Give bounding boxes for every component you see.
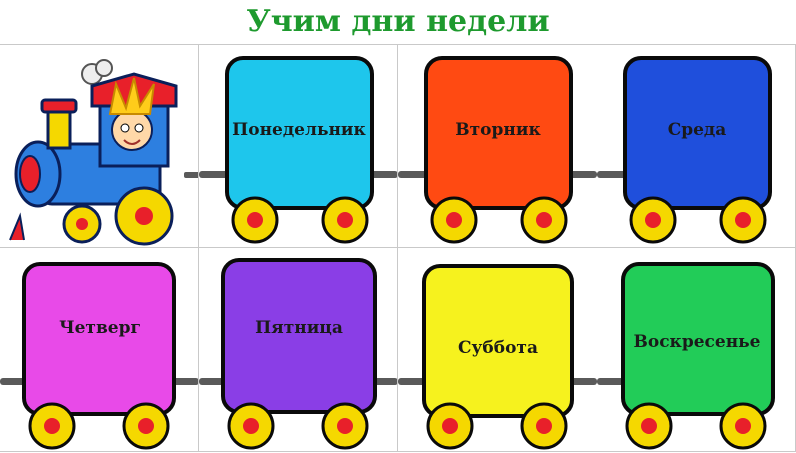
wagon-icon: [0, 262, 198, 450]
week-train-board: Понедельник Вторник Среда: [0, 44, 796, 453]
wagon-icon: [597, 262, 775, 450]
page-title: Учим дни недели: [246, 4, 550, 39]
wagon-cell-1: Понедельник: [199, 44, 398, 248]
day-label-thursday: Четверг: [59, 318, 141, 338]
wagon-icon: [398, 56, 597, 244]
wagon-cell-3: Среда: [597, 44, 796, 248]
wagon-cell-7: Воскресенье: [597, 248, 796, 452]
locomotive-cell: [0, 44, 199, 248]
wagon-cell-4: Четверг: [0, 248, 199, 452]
locomotive-icon: [9, 59, 198, 246]
day-label-monday: Понедельник: [232, 120, 366, 140]
top-border: [0, 44, 796, 45]
wagon-cell-2: Вторник: [398, 44, 597, 248]
wagon-icon: [199, 56, 397, 244]
wagon-icon: [199, 258, 397, 450]
day-label-saturday: Суббота: [458, 338, 538, 358]
day-label-friday: Пятница: [255, 318, 343, 338]
wagon-icon: [597, 56, 772, 244]
wagon-cell-6: Суббота: [398, 248, 597, 452]
wagon-icon: [398, 264, 597, 450]
wagon-cell-5: Пятница: [199, 248, 398, 452]
day-label-sunday: Воскресенье: [633, 332, 761, 352]
day-label-wednesday: Среда: [667, 120, 727, 140]
day-label-tuesday: Вторник: [455, 120, 541, 140]
